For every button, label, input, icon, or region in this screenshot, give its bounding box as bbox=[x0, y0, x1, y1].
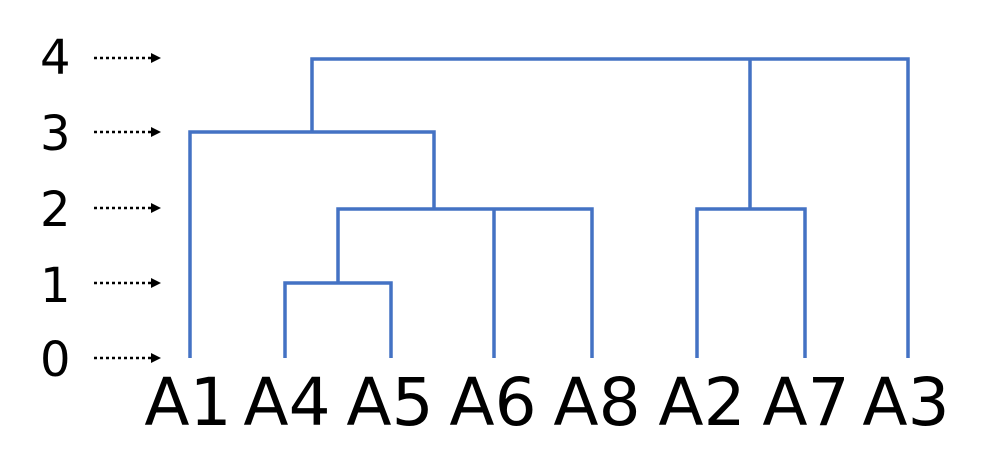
level-label-0: 0 bbox=[40, 332, 71, 388]
branch-a1-group bbox=[188, 130, 436, 358]
level-label-1: 1 bbox=[40, 258, 71, 314]
level-label-2: 2 bbox=[40, 182, 71, 238]
branch-a4-a5 bbox=[283, 281, 393, 358]
leaf-label-a3: A3 bbox=[862, 364, 950, 441]
branch-top bbox=[310, 57, 910, 358]
leaf-label-a7: A7 bbox=[762, 364, 850, 441]
leaf-label-a1: A1 bbox=[144, 364, 232, 441]
level-label-3: 3 bbox=[40, 106, 71, 162]
branches bbox=[188, 57, 910, 358]
leaf-label-a2: A2 bbox=[658, 364, 746, 441]
branch-a4a5-a8 bbox=[336, 207, 594, 358]
leaf-label-a6: A6 bbox=[449, 364, 537, 441]
level-arrows bbox=[94, 53, 161, 363]
branch-a2-a7 bbox=[695, 207, 807, 358]
leaf-label-a4: A4 bbox=[243, 364, 331, 441]
leaf-label-a5: A5 bbox=[346, 364, 434, 441]
leaf-label-a8: A8 bbox=[553, 364, 641, 441]
level-label-4: 4 bbox=[40, 30, 71, 86]
